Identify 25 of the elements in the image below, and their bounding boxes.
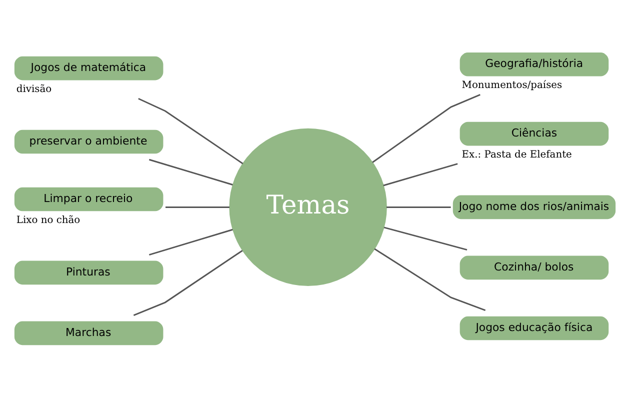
node-box: Geografia/história [460, 52, 609, 76]
node-circle: Temas [229, 128, 387, 286]
node-label: Monumentos/países [462, 80, 562, 91]
connector [374, 248, 486, 311]
node-label: divisão [16, 84, 52, 95]
node-box: Ciências [460, 121, 609, 146]
node-box: Pinturas [14, 260, 164, 284]
connector [148, 228, 233, 255]
node-box: Jogo nome dos rios/animais [452, 194, 616, 219]
node-box: Jogos educação física [460, 316, 609, 340]
node-box: Jogos de matemática [14, 56, 164, 80]
connector [166, 206, 230, 208]
connector [372, 93, 480, 162]
connector [386, 206, 451, 208]
node-label: Lixo no chão [16, 214, 80, 226]
node-box: Cozinha/ bolos [460, 255, 609, 280]
connector [384, 226, 468, 250]
connector [148, 158, 233, 185]
connector [133, 250, 243, 316]
connector [138, 97, 244, 164]
node-box: preservar o ambiente [14, 129, 164, 154]
node-box: Marchas [14, 320, 164, 345]
node-box: Limpar o recreio [14, 186, 164, 211]
connector [383, 162, 458, 186]
node-label: Ex.: Pasta de Elefante [462, 149, 572, 160]
